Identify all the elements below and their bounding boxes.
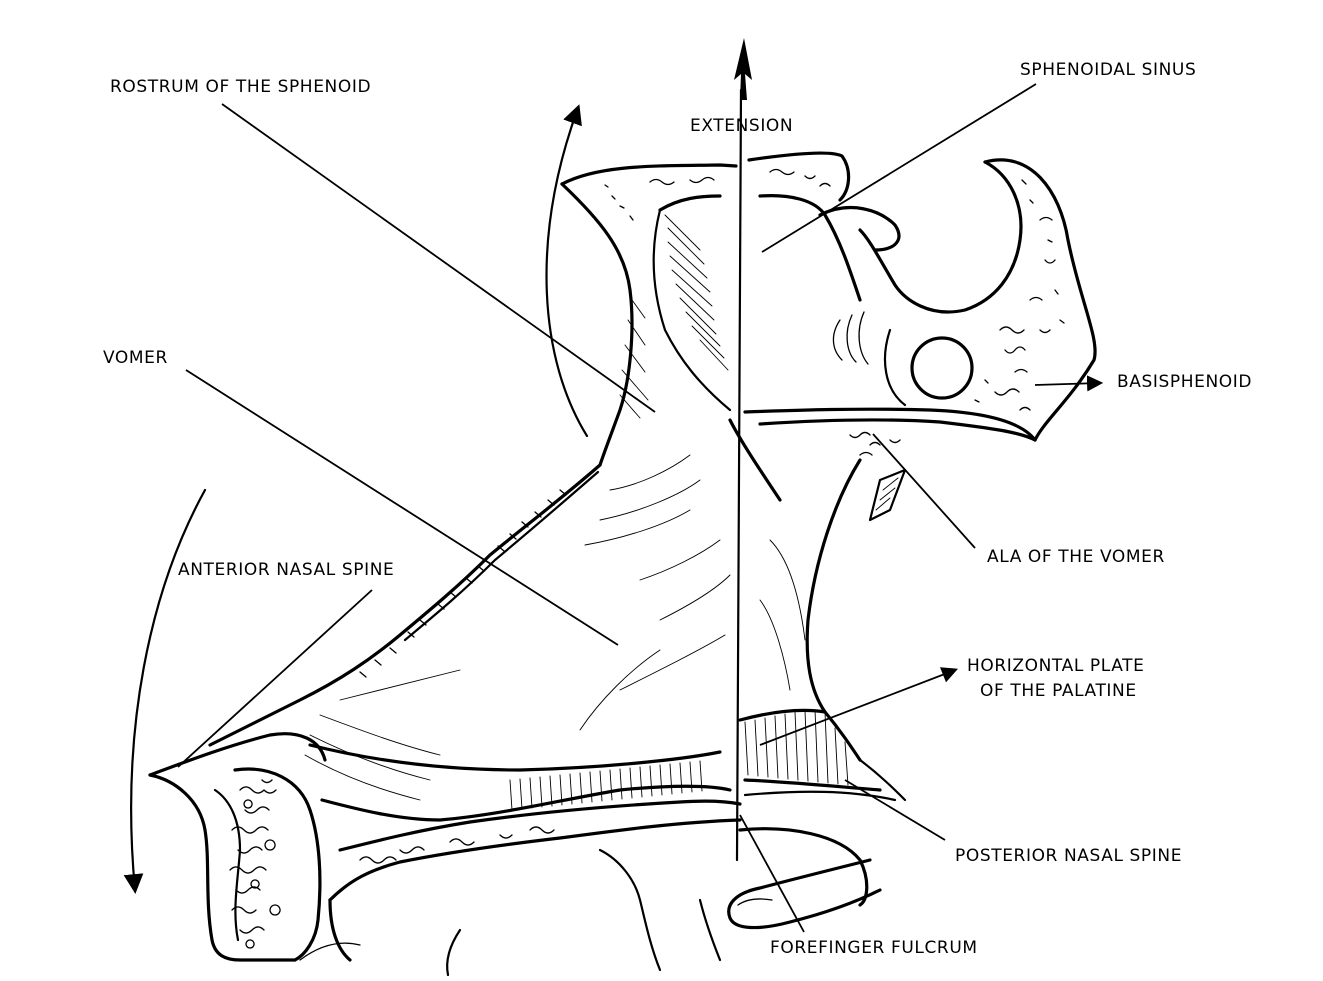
leader-sphenoidal-sinus: [761, 83, 1037, 253]
rotation-arrow-upper: [545, 104, 589, 438]
leader-rostrum: [221, 103, 656, 413]
leader-ala-vomer: [872, 433, 976, 549]
round-foramen: [910, 336, 974, 400]
leader-lines: [177, 83, 1104, 933]
basisphenoid-hook: [983, 158, 1097, 442]
arrow-basisphenoid: [1034, 375, 1104, 392]
extension-axis: [735, 88, 743, 862]
maxilla: [148, 708, 907, 977]
label-anterior-nasal-spine: ANTERIOR NASAL SPINE: [178, 560, 394, 580]
label-rostrum: ROSTRUM OF THE SPHENOID: [110, 77, 371, 97]
ala-wedge: [868, 468, 907, 522]
label-extension: EXTENSION: [690, 116, 793, 136]
leader-vomer: [185, 369, 619, 646]
label-basisphenoid: BASISPHENOID: [1117, 372, 1252, 392]
cancellous-bone: [229, 779, 277, 934]
label-sphenoidal-sinus: SPHENOIDAL SINUS: [1020, 60, 1196, 80]
label-posterior-nasal-spine: POSTERIOR NASAL SPINE: [955, 846, 1182, 866]
label-ala-vomer: ALA OF THE VOMER: [987, 547, 1165, 567]
extension-arrow-icon: [734, 38, 752, 100]
forefinger: [727, 858, 882, 930]
vomer-plate: [208, 418, 862, 801]
labels: ROSTRUM OF THE SPHENOID EXTENSION SPHENO…: [103, 60, 1252, 958]
rotation-arrow-lower: [123, 488, 207, 894]
leader-anterior-nasal-spine: [177, 589, 373, 768]
motion-arrows: [123, 38, 752, 894]
anterior-nasal-spine: [148, 732, 327, 777]
vomer-anterior-edge: [208, 463, 602, 747]
sphenoid-body: [560, 151, 1097, 522]
horizontal-plate-palatine: [738, 708, 862, 762]
label-horizontal-plate-2: OF THE PALATINE: [980, 681, 1137, 701]
posterior-nasal-spine: [858, 758, 907, 802]
label-horizontal-plate-1: HORIZONTAL PLATE: [967, 656, 1144, 676]
label-vomer: VOMER: [103, 348, 168, 368]
label-forefinger-fulcrum: FOREFINGER FULCRUM: [770, 938, 978, 958]
leader-horizontal-plate: [759, 671, 951, 746]
sphenoid-upper-outline: [560, 163, 738, 186]
arrow-horizontal-plate: [939, 667, 959, 683]
leader-forefinger-fulcrum: [739, 814, 805, 933]
